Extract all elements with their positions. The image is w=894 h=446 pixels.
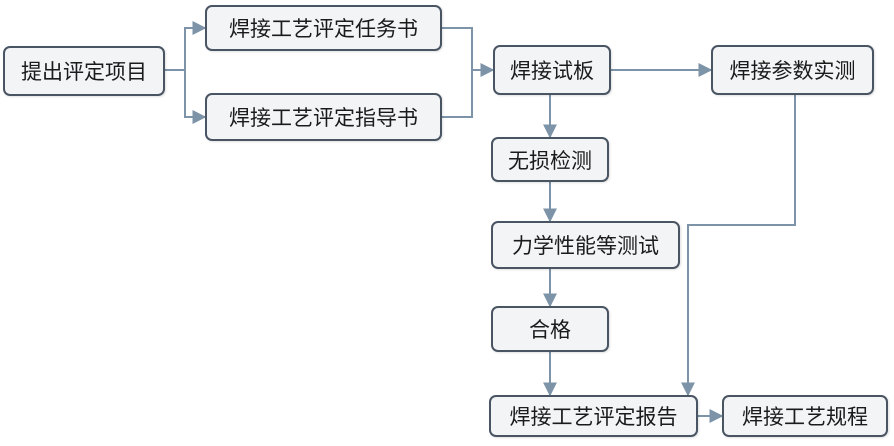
connector-measure-to-report <box>681 95 796 397</box>
node-label: 提出评定项目 <box>21 60 147 84</box>
connector-propose-to-task <box>184 21 207 70</box>
connector-task-to-merge <box>442 27 473 70</box>
node-label: 焊接工艺评定任务书 <box>229 17 418 41</box>
connector-propose-to-guide <box>184 70 207 124</box>
node-guide: 焊接工艺评定指导书 <box>205 93 442 141</box>
node-pass: 合格 <box>491 306 609 352</box>
node-label: 无损检测 <box>508 148 592 173</box>
node-label: 焊接工艺规程 <box>742 405 868 429</box>
node-measure: 焊接参数实测 <box>711 45 874 95</box>
node-procedure: 焊接工艺规程 <box>722 395 888 437</box>
node-plate: 焊接试板 <box>493 45 611 95</box>
node-label: 焊接参数实测 <box>729 59 856 83</box>
connector-guide-to-merge <box>442 70 473 118</box>
node-propose: 提出评定项目 <box>3 46 165 96</box>
node-mech: 力学性能等测试 <box>491 221 680 269</box>
node-label: 力学性能等测试 <box>512 234 659 258</box>
node-label: 合格 <box>529 318 571 342</box>
node-label: 焊接试板 <box>510 59 594 83</box>
node-label: 焊接工艺评定指导书 <box>229 106 418 130</box>
node-task: 焊接工艺评定任务书 <box>205 5 442 51</box>
node-label: 焊接工艺评定报告 <box>509 405 678 429</box>
node-report: 焊接工艺评定报告 <box>489 395 698 437</box>
node-ndt: 无损检测 <box>491 137 609 182</box>
